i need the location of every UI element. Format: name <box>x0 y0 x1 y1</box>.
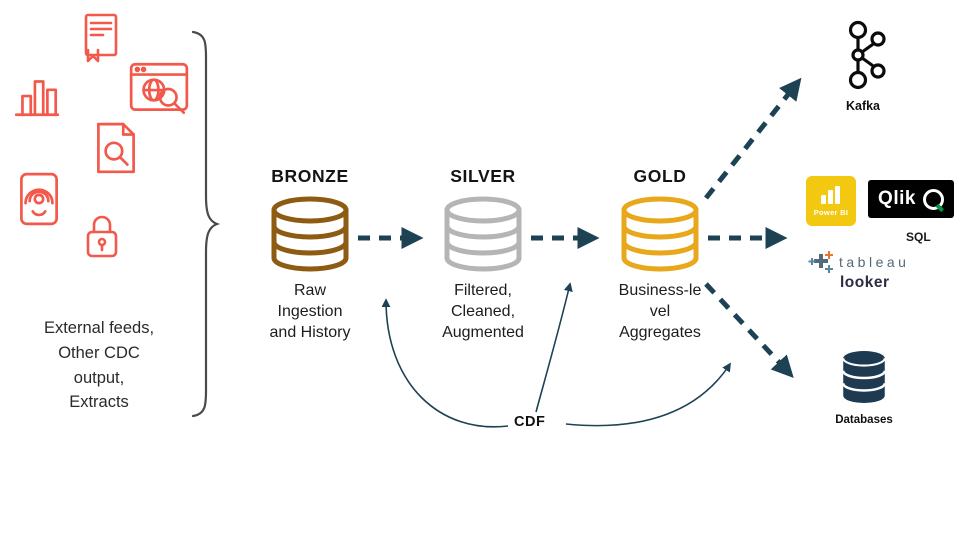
databases-label: Databases <box>835 414 893 426</box>
gold-database-icon <box>621 196 699 272</box>
tableau-logo: tableau <box>808 250 909 274</box>
bronze-database-icon <box>271 196 349 272</box>
stage-bronze-title: BRONZE <box>271 166 349 186</box>
lock-icon <box>80 210 124 262</box>
bar-chart-icon <box>10 68 64 122</box>
stage-bronze-subtitle: Raw Ingestion and History <box>269 282 351 342</box>
arrow-gold-to-kafka <box>704 77 802 200</box>
qlik-q-icon <box>922 188 944 210</box>
stage-bronze: BRONZE Raw Ingestion and History <box>252 166 368 343</box>
looker-label: looker <box>840 274 890 291</box>
kafka-icon <box>848 20 886 90</box>
powerbi-logo: Power BI <box>806 176 856 226</box>
qlik-logo: Qlik <box>868 180 954 218</box>
kafka-target: Kafka <box>828 18 898 113</box>
bi-tools-cluster: Power BI Qlik SQL tableau looker <box>806 172 958 302</box>
stage-silver: SILVER Filtered, Cleaned, Augmented <box>425 166 541 343</box>
tableau-label: tableau <box>839 254 910 270</box>
tableau-plus-icon <box>808 251 833 273</box>
stage-gold: GOLD Business-le vel Aggregates <box>602 166 718 343</box>
cdf-arrow-to-databases-branch <box>565 362 731 427</box>
powerbi-bars-icon <box>821 186 840 204</box>
fingerprint-card-icon <box>14 170 64 228</box>
stage-gold-subtitle: Business-le vel Aggregates <box>618 282 702 342</box>
report-document-icon <box>76 10 126 64</box>
sql-label: SQL <box>906 230 931 244</box>
databases-icon <box>841 351 887 403</box>
sources-label: External feeds, Other CDC output, Extrac… <box>43 319 155 412</box>
qlik-label: Qlik <box>878 188 916 209</box>
cdf-label: CDF <box>514 414 546 430</box>
web-search-icon <box>126 56 192 122</box>
cdf-arrow-to-silver-gold <box>535 282 573 413</box>
sources-brace <box>191 30 221 418</box>
powerbi-label: Power BI <box>813 208 849 217</box>
stage-silver-title: SILVER <box>450 166 516 186</box>
silver-database-icon <box>444 196 522 272</box>
document-search-icon <box>90 120 142 178</box>
kafka-label: Kafka <box>845 99 881 113</box>
stage-gold-title: GOLD <box>633 166 687 186</box>
stage-silver-subtitle: Filtered, Cleaned, Augmented <box>442 282 524 342</box>
arrow-gold-to-databases <box>704 282 794 379</box>
databases-target: Databases <box>832 350 896 426</box>
